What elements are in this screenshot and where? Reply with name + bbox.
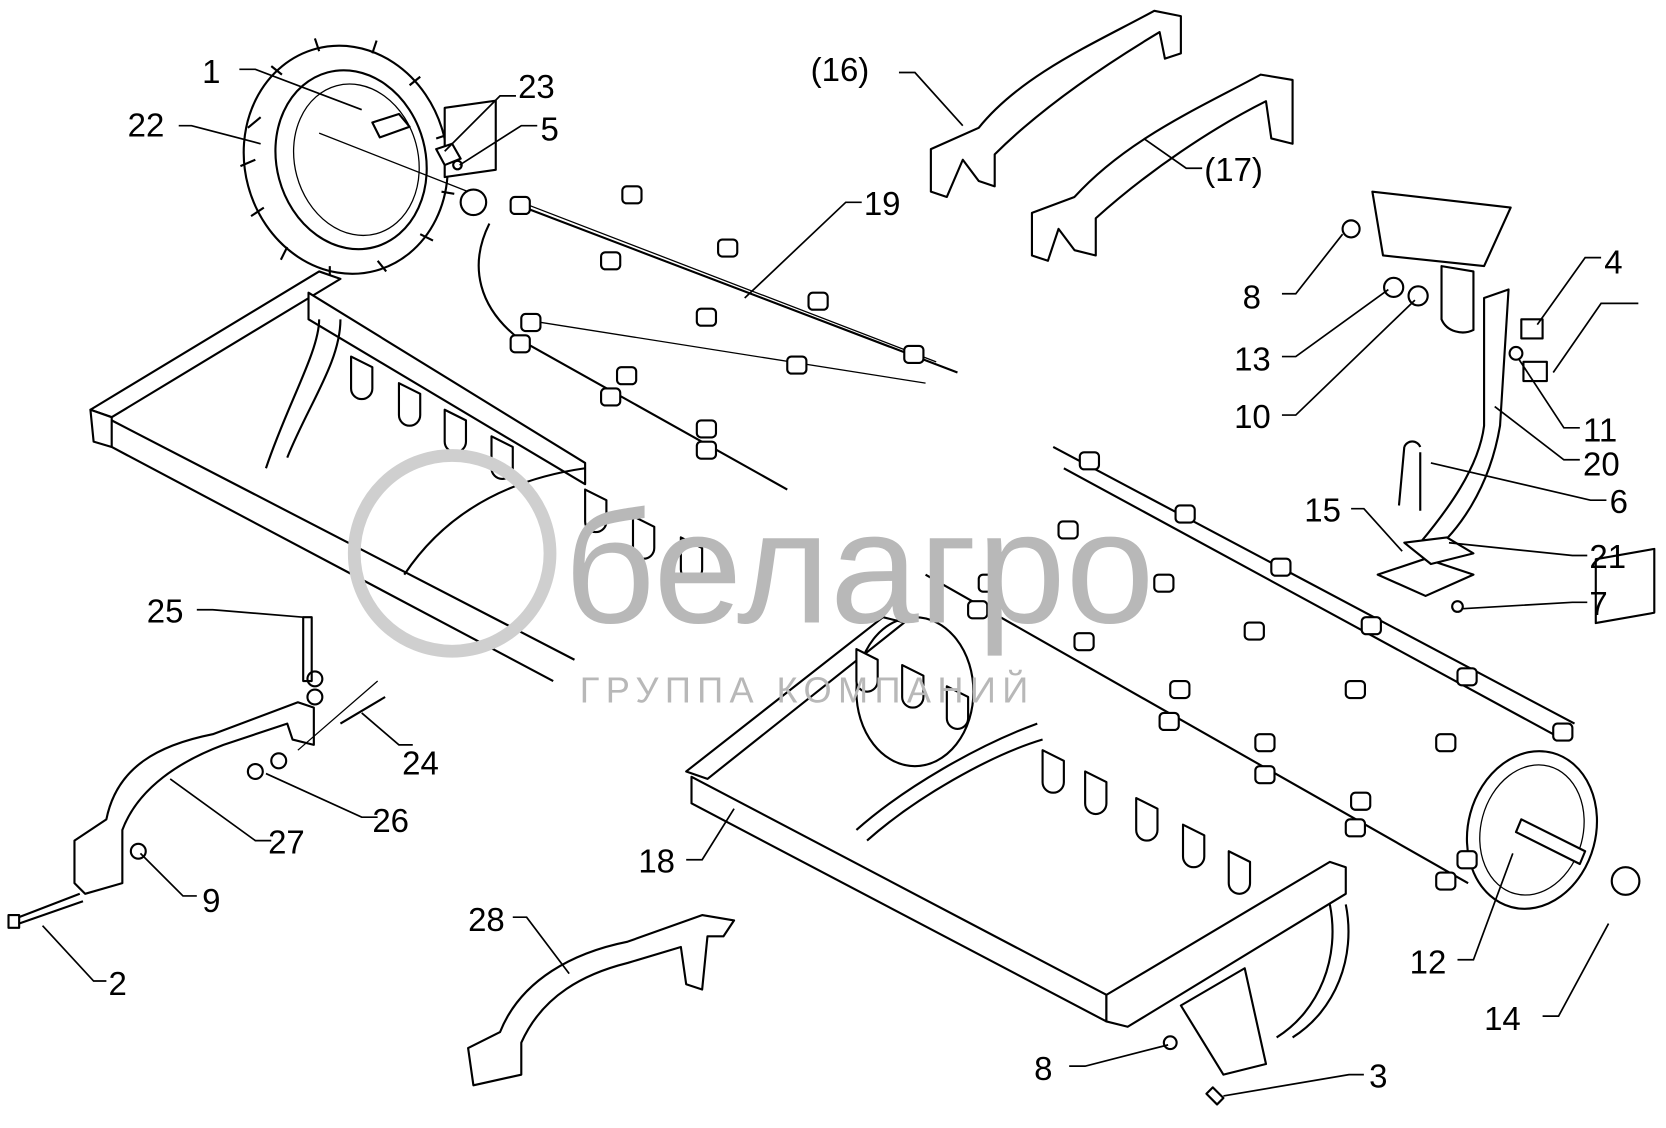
label-11: 11: [1583, 412, 1617, 449]
label-20: 20: [1583, 446, 1620, 483]
label-12: 12: [1410, 944, 1447, 981]
lower-frame: [685, 616, 1350, 1106]
label-10: 10: [1234, 398, 1271, 435]
watermark-logo: белагро ГРУППА КОМПАНИЙ: [347, 449, 1155, 710]
label-27: 27: [268, 823, 305, 860]
label-13: 13: [1234, 340, 1271, 377]
label-3: 3: [1369, 1057, 1387, 1094]
watermark-brand: белагро: [564, 479, 1155, 657]
label-8-bottom: 8: [1034, 1050, 1052, 1087]
label-6: 6: [1610, 483, 1628, 520]
label-25: 25: [147, 593, 184, 630]
label-21: 21: [1589, 538, 1626, 575]
label-18: 18: [638, 843, 675, 880]
lower-roller: [925, 446, 1656, 910]
label-8-top: 8: [1243, 279, 1261, 316]
callout-labels: 1 22 23 5 (16) (17) 19 8 13 10 4 11 20 6…: [109, 51, 1628, 1094]
brackets-16-17: [929, 9, 1294, 262]
label-24: 24: [402, 745, 439, 782]
label-23: 23: [518, 68, 555, 105]
label-4: 4: [1604, 244, 1622, 281]
label-1: 1: [202, 53, 220, 90]
label-28: 28: [468, 901, 505, 938]
label-19: 19: [864, 185, 901, 222]
leader-lines: [41, 68, 1639, 1097]
label-14: 14: [1484, 1000, 1521, 1037]
label-22: 22: [128, 106, 165, 143]
lower-left-brackets: [7, 616, 736, 1087]
upper-roller: [477, 185, 958, 491]
drive-wheel: [240, 38, 497, 279]
label-5: 5: [540, 111, 558, 148]
label-16: (16): [811, 51, 870, 88]
label-9: 9: [202, 882, 220, 919]
watermark-subtitle: ГРУППА КОМПАНИЙ: [580, 668, 1035, 710]
label-17: (17): [1204, 151, 1263, 188]
tine-assembly: [1341, 190, 1548, 613]
label-2: 2: [109, 965, 127, 1002]
label-7: 7: [1589, 585, 1607, 622]
label-15: 15: [1304, 491, 1341, 528]
label-26: 26: [372, 802, 409, 839]
